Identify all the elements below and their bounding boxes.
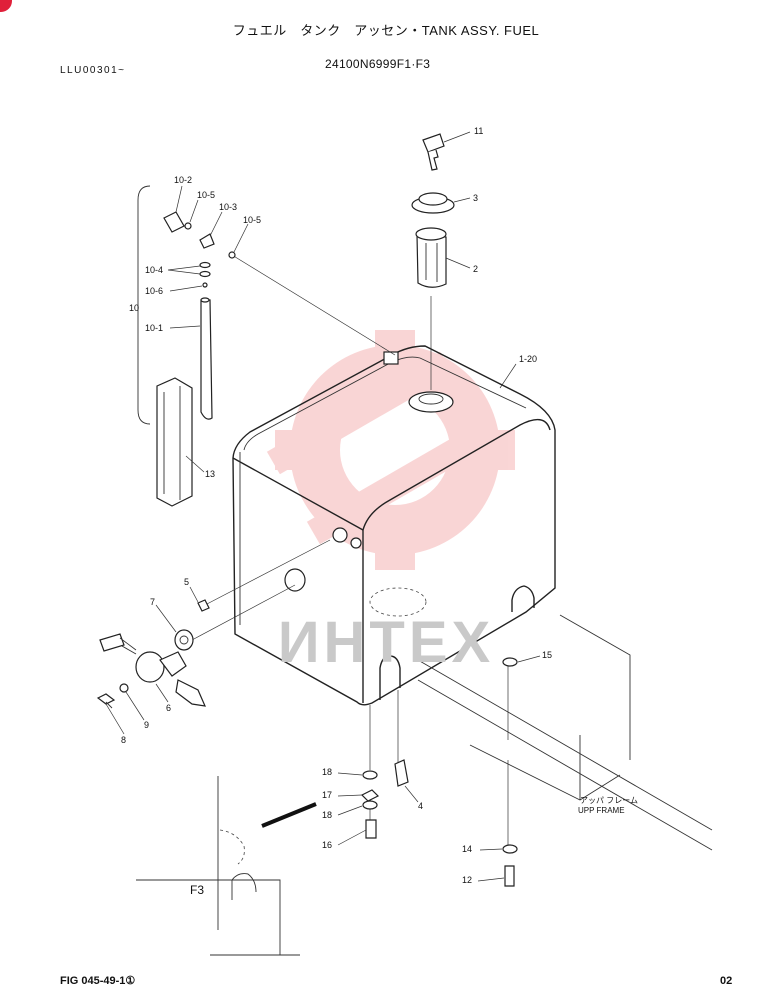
callout-9: 9 xyxy=(144,720,150,730)
level-sender-part xyxy=(99,633,206,707)
callout-13: 13 xyxy=(205,469,216,479)
gasket-part xyxy=(174,629,194,651)
callout-10-2: 10-2 xyxy=(174,175,193,185)
cap-part xyxy=(411,192,455,214)
drain-valve-part xyxy=(394,759,409,787)
watermark-text: ИНТЕХ xyxy=(277,610,495,675)
callout-7: 7 xyxy=(150,597,156,607)
callout-10-6: 10-6 xyxy=(145,286,164,296)
callout-2: 2 xyxy=(473,264,479,274)
bolt-part-12 xyxy=(504,865,515,887)
level-gauge-parts xyxy=(163,211,236,420)
washer-part-18b xyxy=(362,800,378,810)
bolt-part-16 xyxy=(365,819,377,839)
page-number: 02 xyxy=(720,975,733,987)
callout-12: 12 xyxy=(462,875,473,885)
callout-10-1: 10-1 xyxy=(145,323,164,333)
sight-gauge-part xyxy=(156,377,193,507)
callout-16: 16 xyxy=(322,840,333,850)
washer-part-18a xyxy=(362,770,378,780)
callout-5: 5 xyxy=(184,577,190,587)
part-number: 24100N6999F1·F3 xyxy=(325,57,431,71)
callout-11: 11 xyxy=(474,126,484,136)
clamp-part-17 xyxy=(360,789,380,802)
callout-10-3: 10-3 xyxy=(219,202,238,212)
washer-part-14 xyxy=(502,844,518,854)
callout-15: 15 xyxy=(542,650,553,660)
upper-frame xyxy=(417,614,713,851)
callout-6: 6 xyxy=(166,703,172,713)
upper-frame-label-jp: アッパ フレーム xyxy=(580,796,638,805)
fuel-tank xyxy=(232,345,556,706)
bolt-part-5 xyxy=(197,599,210,612)
group-bracket xyxy=(137,185,151,425)
callout-4: 4 xyxy=(418,801,424,811)
bolt-part-8 xyxy=(96,693,116,705)
callout-18b: 18 xyxy=(322,810,333,820)
washer-part-9 xyxy=(119,683,129,693)
strainer-part xyxy=(415,227,447,288)
callout-18a: 18 xyxy=(322,767,333,777)
callout-14: 14 xyxy=(462,844,473,854)
callout-10-4: 10-4 xyxy=(145,265,164,275)
callout-10-5a: 10-5 xyxy=(197,190,216,200)
callout-10: 10 xyxy=(129,303,140,313)
figure-reference: FIG 045-49-1① xyxy=(60,975,136,987)
callout-1-20: 1-20 xyxy=(519,354,538,364)
serial-range: LLU00301~ xyxy=(60,65,126,76)
page-title: フュエル タンク アッセン・TANK ASSY. FUEL xyxy=(232,23,540,38)
callout-10-5b: 10-5 xyxy=(243,215,262,225)
frame-f3 xyxy=(136,776,317,956)
key-part xyxy=(422,133,445,171)
callout-17: 17 xyxy=(322,790,333,800)
upper-frame-label-en: UPP FRAME xyxy=(578,806,625,815)
callout-8: 8 xyxy=(121,735,127,745)
frame-f3-label: F3 xyxy=(190,883,205,897)
washer-part-15 xyxy=(502,657,518,667)
callout-3: 3 xyxy=(473,193,479,203)
